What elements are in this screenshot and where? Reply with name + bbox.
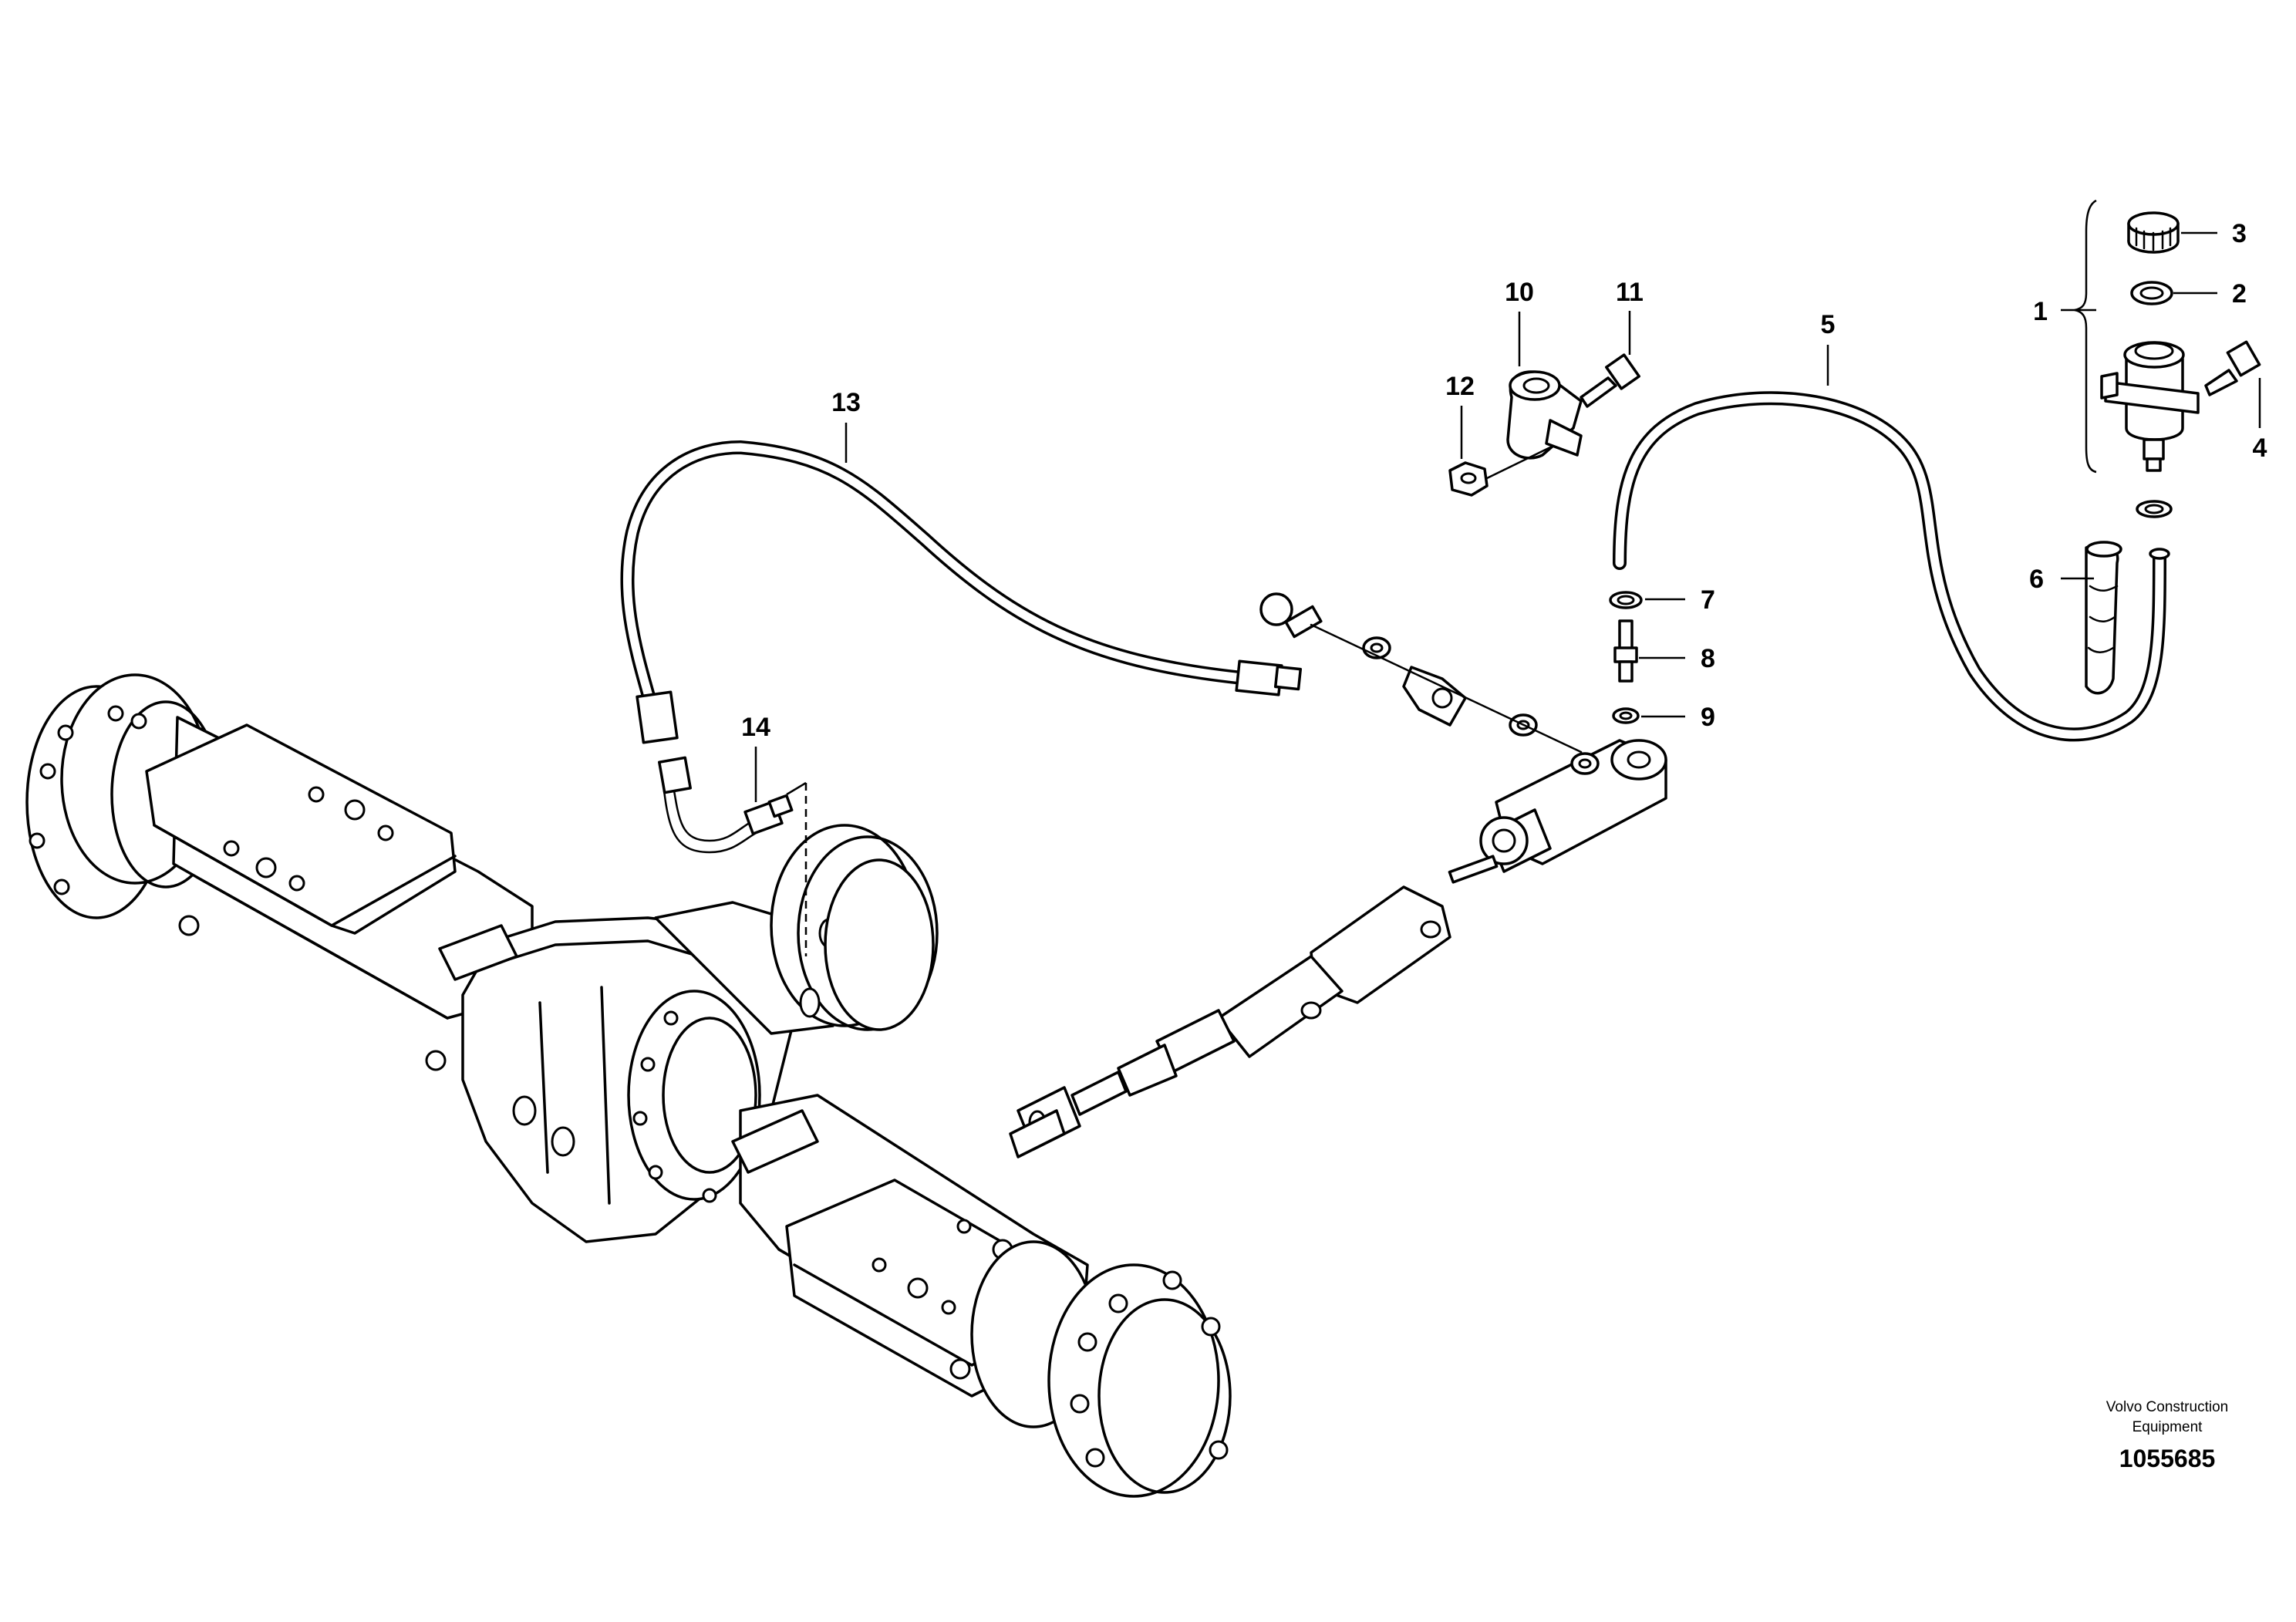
axle-bracket-right [731, 1109, 819, 1174]
callout-4: 4 [2253, 433, 2267, 463]
differential-flange [627, 990, 761, 1201]
nut-12[interactable] [1448, 446, 1552, 497]
axle-assembly [25, 673, 1232, 1498]
callout-14: 14 [741, 713, 770, 742]
callout-12: 12 [1445, 372, 1475, 401]
document-number: 1055685 [2119, 1445, 2216, 1472]
callout-11: 11 [1616, 278, 1644, 307]
callout-8: 8 [1701, 644, 1715, 673]
reservoir-hose-5[interactable] [1613, 391, 2170, 742]
callout-7: 7 [1701, 585, 1715, 615]
reservoir-bolt-4[interactable] [2204, 340, 2261, 396]
axle-bracket-left [438, 924, 518, 981]
callout-13: 13 [831, 388, 861, 417]
brake-hose-13[interactable] [620, 440, 1303, 744]
hose-clamp-10[interactable] [1506, 370, 1583, 460]
callout-9: 9 [1701, 703, 1715, 732]
reservoir-seal-2[interactable] [2130, 281, 2173, 305]
callout-6: 6 [2029, 565, 2044, 594]
hose-clip[interactable] [2136, 500, 2173, 518]
pushrod-assembly[interactable] [1009, 885, 1451, 1158]
callout-2: 2 [2232, 279, 2247, 309]
brake-drum [824, 858, 935, 1031]
company-name-line2: Equipment [2132, 1419, 2203, 1435]
nipple-8[interactable] [1613, 619, 1638, 683]
callout-1: 1 [2033, 297, 2048, 326]
banjo-connection[interactable] [1259, 592, 1583, 754]
master-cylinder[interactable] [1448, 739, 1667, 884]
hose-sleeve-6[interactable] [2085, 541, 2122, 695]
reservoir-cap-3[interactable] [2127, 211, 2180, 254]
company-name-line1: Volvo Construction [2106, 1399, 2228, 1415]
footer-block: Volvo Construction Equipment 1055685 [2106, 1399, 2228, 1472]
callout-3: 3 [2232, 219, 2247, 248]
seal-washer-9[interactable] [1612, 707, 1640, 724]
callout-10: 10 [1505, 278, 1534, 307]
reservoir-body[interactable] [2100, 341, 2200, 472]
right-wheel-hub [970, 1240, 1232, 1498]
callout-5: 5 [1821, 310, 1836, 339]
callout-labels: 1 2 3 4 5 6 7 8 9 10 11 12 13 14 [741, 219, 2267, 802]
bolt-11[interactable] [1580, 353, 1640, 408]
reservoir-assembly-1[interactable] [2074, 199, 2261, 518]
hose-clamp-7[interactable] [1609, 591, 1643, 609]
brake-pipe-fitting-14[interactable] [658, 756, 807, 956]
